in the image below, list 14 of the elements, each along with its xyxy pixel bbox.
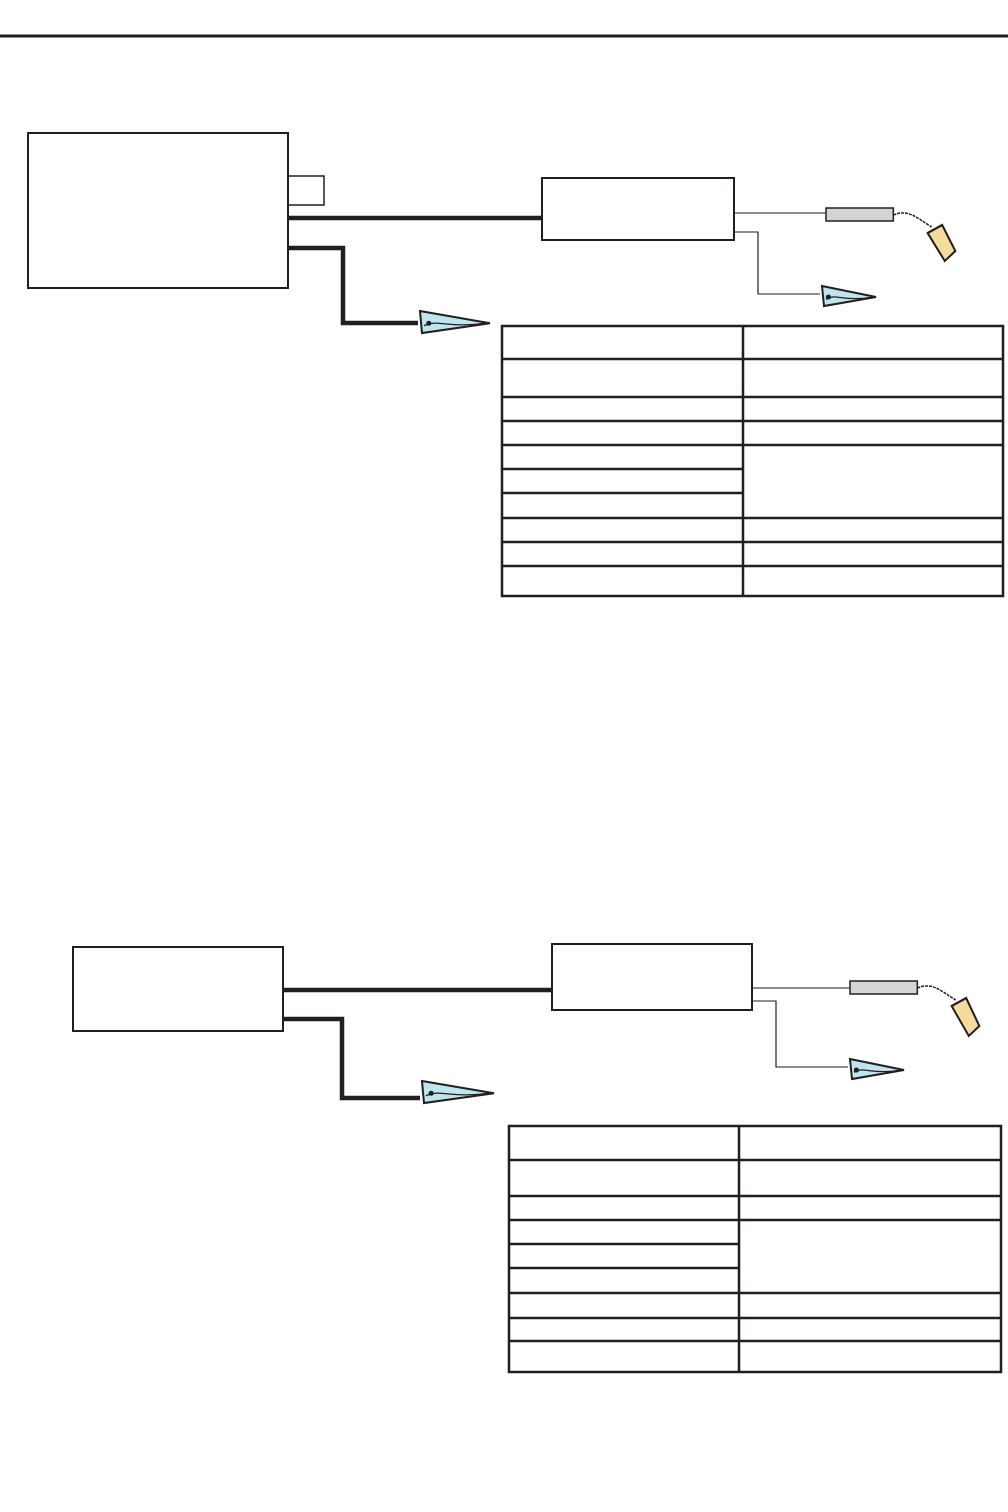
power-source-box — [27, 132, 289, 289]
wire-feeder-box — [541, 177, 735, 241]
wire-feeder-box — [551, 943, 753, 1011]
cable-line — [283, 987, 552, 993]
cable-line — [288, 245, 418, 326]
cable-line — [283, 1016, 420, 1101]
cable-line — [288, 215, 542, 221]
welding-gun-drawing — [849, 980, 981, 1038]
power-source-box — [72, 946, 284, 1032]
work-clamp-drawing — [848, 1057, 905, 1081]
work-clamp-drawing — [420, 1079, 495, 1105]
work-clamp-drawing — [418, 309, 491, 335]
work-clamp-drawing — [820, 284, 877, 308]
welding-gun-drawing — [825, 207, 957, 263]
